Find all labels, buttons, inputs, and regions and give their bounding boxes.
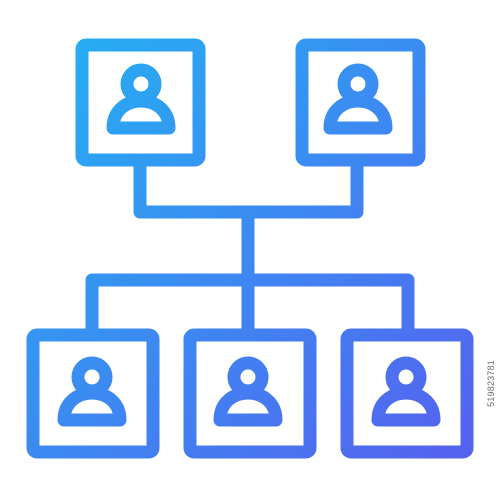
person-body-icon bbox=[323, 94, 393, 135]
stock-image-id: 519823781 bbox=[486, 360, 496, 407]
top-right-person-node bbox=[295, 38, 426, 167]
connector-lines bbox=[85, 153, 415, 342]
person-head-icon bbox=[120, 63, 162, 105]
bottom-left-person-node bbox=[26, 328, 160, 459]
top-left-person-node bbox=[75, 38, 206, 167]
person-body-icon bbox=[213, 386, 283, 427]
person-head-icon bbox=[337, 63, 379, 105]
bottom-center-person-node bbox=[183, 328, 317, 459]
person-body-icon bbox=[106, 94, 176, 135]
person-body-icon bbox=[371, 386, 441, 427]
person-body-icon bbox=[57, 386, 127, 427]
bottom-right-person-node bbox=[340, 328, 474, 459]
